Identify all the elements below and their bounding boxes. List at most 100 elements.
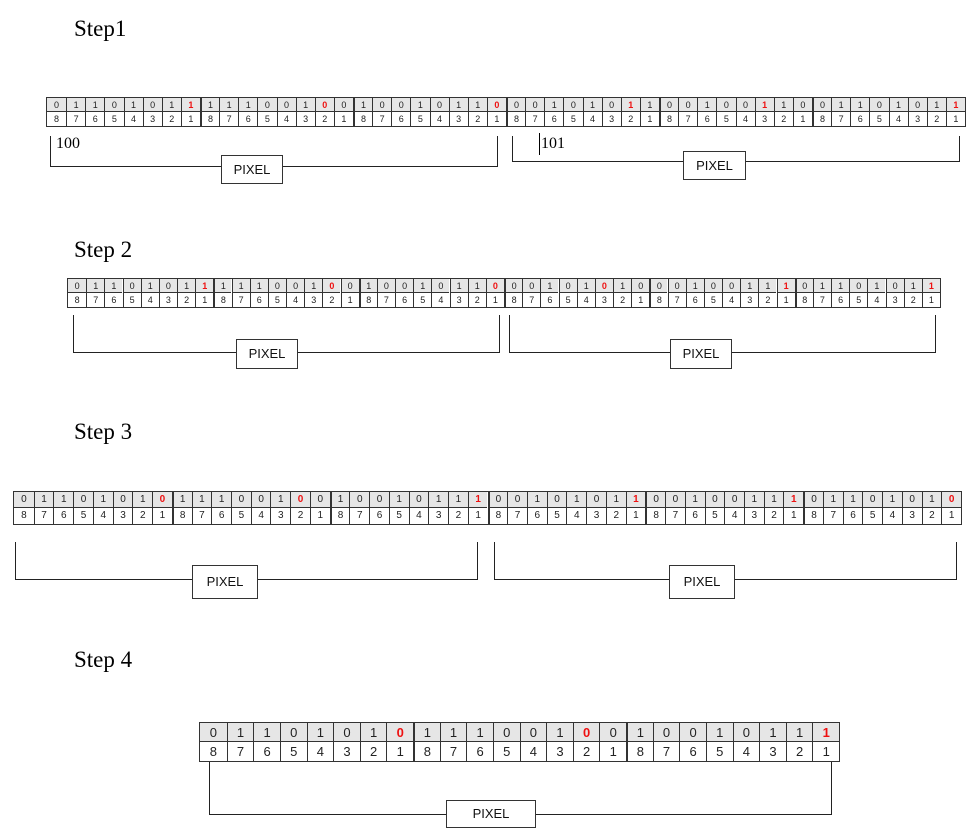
bit-cell: 1 xyxy=(358,279,377,293)
bit-cell: 1 xyxy=(353,98,373,112)
bit-cell: 1 xyxy=(582,98,602,112)
bit-position-cell: 5 xyxy=(546,508,567,524)
bit-cell: 1 xyxy=(253,723,280,742)
bit-position-cell: 2 xyxy=(359,742,387,761)
bit-position-cell: 3 xyxy=(448,112,468,126)
bit-position-cell: 3 xyxy=(594,293,613,307)
bit-position-cell: 4 xyxy=(576,293,595,307)
embedded-bit-cell: 1 xyxy=(812,723,839,742)
bit-cell: 0 xyxy=(631,279,650,293)
bit-cell: 1 xyxy=(329,492,350,508)
bit-cell: 1 xyxy=(467,98,487,112)
bit-position-cell: 4 xyxy=(429,112,449,126)
bit-cell: 1 xyxy=(882,492,902,508)
bit-position-cell: 7 xyxy=(812,293,831,307)
bit-cell: 0 xyxy=(391,98,411,112)
bit-position-cell: 6 xyxy=(684,508,705,524)
bit-cell: 0 xyxy=(724,492,744,508)
bit-cell: 0 xyxy=(506,98,526,112)
embedded-bit-cell: 0 xyxy=(485,279,504,293)
bit-position-cell: 4 xyxy=(867,293,886,307)
bit-cell: 1 xyxy=(773,98,793,112)
bit-cell: 0 xyxy=(519,723,547,742)
bit-cell: 1 xyxy=(86,279,105,293)
bit-cell: 1 xyxy=(743,492,764,508)
embedded-bit-cell: 1 xyxy=(625,492,646,508)
bit-cell: 0 xyxy=(558,279,577,293)
bit-cell: 0 xyxy=(563,98,583,112)
bit-cell: 0 xyxy=(369,492,389,508)
bit-position-cell: 1 xyxy=(783,508,804,524)
embedded-bit-cell: 1 xyxy=(620,98,640,112)
pixel-value-note: 101 xyxy=(541,135,565,152)
embedded-bit-cell: 1 xyxy=(195,279,214,293)
bit-cell: 0 xyxy=(732,723,760,742)
pixel-label: PIXEL xyxy=(670,339,732,369)
bit-position-cell: 5 xyxy=(122,293,141,307)
bit-cell: 0 xyxy=(703,279,722,293)
bit-position-cell: 2 xyxy=(921,508,942,524)
bit-position-cell: 8 xyxy=(506,112,526,126)
bit-cell: 1 xyxy=(249,279,268,293)
bit-position-cell: 5 xyxy=(231,508,251,524)
bit-position-cell: 2 xyxy=(926,112,946,126)
bit-cell: 0 xyxy=(678,98,698,112)
bit-position-cell: 8 xyxy=(358,293,377,307)
pixel-label: PIXEL xyxy=(221,155,283,184)
bit-cell: 1 xyxy=(466,723,493,742)
bit-cell: 1 xyxy=(605,492,626,508)
bit-position-cell: 3 xyxy=(885,293,904,307)
bit-cell: 0 xyxy=(704,492,725,508)
bit-position-cell: 5 xyxy=(73,508,93,524)
bit-position-cell: 4 xyxy=(735,112,755,126)
bit-cell: 0 xyxy=(812,98,832,112)
bit-position-cell: 2 xyxy=(322,293,341,307)
bit-position-cell: 6 xyxy=(395,293,414,307)
bit-cell: 1 xyxy=(903,279,922,293)
bit-position-cell: 4 xyxy=(140,293,159,307)
embedded-bit-cell: 0 xyxy=(941,492,961,508)
pixel-label: PIXEL xyxy=(683,151,746,180)
bit-cell: 0 xyxy=(395,279,414,293)
bit-cell: 1 xyxy=(213,279,232,293)
bit-cell: 0 xyxy=(340,279,359,293)
bit-cell: 1 xyxy=(388,492,409,508)
bit-cell: 0 xyxy=(73,492,93,508)
bit-cell: 1 xyxy=(449,279,468,293)
bit-position-cell: 4 xyxy=(732,742,760,761)
bit-position-cell: 8 xyxy=(47,112,67,126)
bit-position-cell: 6 xyxy=(544,112,564,126)
bit-position-cell: 4 xyxy=(566,508,587,524)
bit-position-cell: 2 xyxy=(467,112,487,126)
bit-position-cell: 2 xyxy=(177,293,196,307)
bit-position-cell: 3 xyxy=(449,293,468,307)
bit-cell: 0 xyxy=(276,98,296,112)
bit-position-cell: 6 xyxy=(850,112,870,126)
bit-cell: 0 xyxy=(200,723,227,742)
bit-cell: 0 xyxy=(665,492,685,508)
bit-position-cell: 1 xyxy=(467,508,488,524)
bit-position-cell: 5 xyxy=(558,293,577,307)
bit-cell: 1 xyxy=(759,723,786,742)
bit-position-cell: 6 xyxy=(211,508,231,524)
bit-position-cell: 4 xyxy=(286,293,305,307)
bit-cell: 0 xyxy=(309,492,330,508)
bit-position-cell: 6 xyxy=(238,112,258,126)
bit-cell: 0 xyxy=(492,723,520,742)
bit-cell: 0 xyxy=(487,492,508,508)
bit-position-cell: 5 xyxy=(413,293,432,307)
bit-position-cell: 7 xyxy=(439,742,467,761)
bit-cell: 0 xyxy=(869,98,889,112)
bit-cell: 0 xyxy=(546,492,567,508)
bit-cell: 1 xyxy=(867,279,886,293)
bit-cell: 1 xyxy=(684,492,705,508)
bit-position-cell: 6 xyxy=(679,742,706,761)
bit-position-cell: 1 xyxy=(152,508,172,524)
bit-position-cell: 3 xyxy=(304,293,323,307)
bit-position-cell: 1 xyxy=(386,742,413,761)
bit-cell: 1 xyxy=(132,492,153,508)
bit-cell: 1 xyxy=(888,98,908,112)
embedded-bit-cell: 1 xyxy=(945,98,965,112)
